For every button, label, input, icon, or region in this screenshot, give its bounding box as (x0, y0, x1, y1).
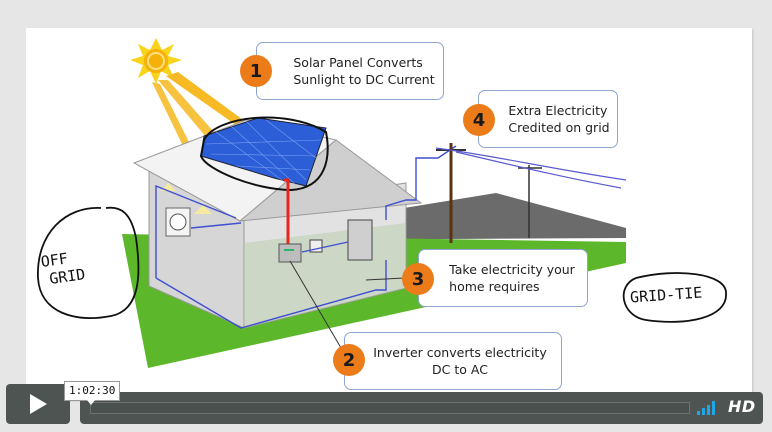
time-tooltip: 1:02:30 (64, 381, 121, 405)
ceiling-light (194, 205, 212, 214)
step-badge-4: 4 (463, 104, 495, 136)
video-slide: Solar Panel Converts Sunlight to DC Curr… (26, 28, 752, 400)
callout-text: Sunlight to DC Current (293, 72, 435, 87)
power-lines (435, 147, 627, 189)
inverter (278, 243, 302, 263)
solar-panel (199, 116, 329, 192)
callout-text: Extra Electricity (508, 103, 608, 118)
step-badge-1: 1 (240, 55, 272, 87)
play-icon (30, 394, 47, 414)
callout-text: Take electricity your (449, 262, 575, 277)
leader-line (289, 260, 345, 354)
house-wiring (155, 145, 457, 329)
sun-ray (152, 82, 191, 148)
player-controls-bar: HD (80, 392, 763, 424)
callout-text: Solar Panel Converts (293, 55, 423, 70)
grid-tie-circle (622, 272, 727, 323)
callout-inverter: Inverter converts electricity DC to AC (344, 332, 562, 390)
dc-wire (284, 178, 290, 246)
play-button[interactable] (6, 384, 70, 424)
sun-ray (158, 80, 221, 144)
sun-icon (130, 38, 182, 84)
breaker-panel (347, 219, 373, 261)
step-badge-2: 2 (333, 344, 365, 376)
off-grid-circle (37, 206, 140, 319)
callout-text: Credited on grid (508, 120, 610, 135)
sun-ray (166, 72, 254, 132)
step-badge-3: 3 (402, 263, 434, 295)
callout-text: Inverter converts electricity (373, 345, 547, 360)
volume-bars-icon[interactable] (697, 401, 719, 415)
callout-solar-panel: Solar Panel Converts Sunlight to DC Curr… (256, 42, 444, 100)
leader-line (365, 277, 405, 281)
callout-text: home requires (449, 279, 540, 294)
hd-toggle[interactable]: HD (728, 397, 756, 416)
progress-track[interactable] (90, 402, 690, 414)
utility-pole (436, 143, 542, 243)
callout-text: DC to AC (432, 362, 488, 377)
off-grid-label: OFF GRID (40, 247, 87, 289)
callout-home-requires: Take electricity your home requires (418, 249, 588, 307)
callout-extra-electricity: Extra Electricity Credited on grid (478, 90, 618, 148)
